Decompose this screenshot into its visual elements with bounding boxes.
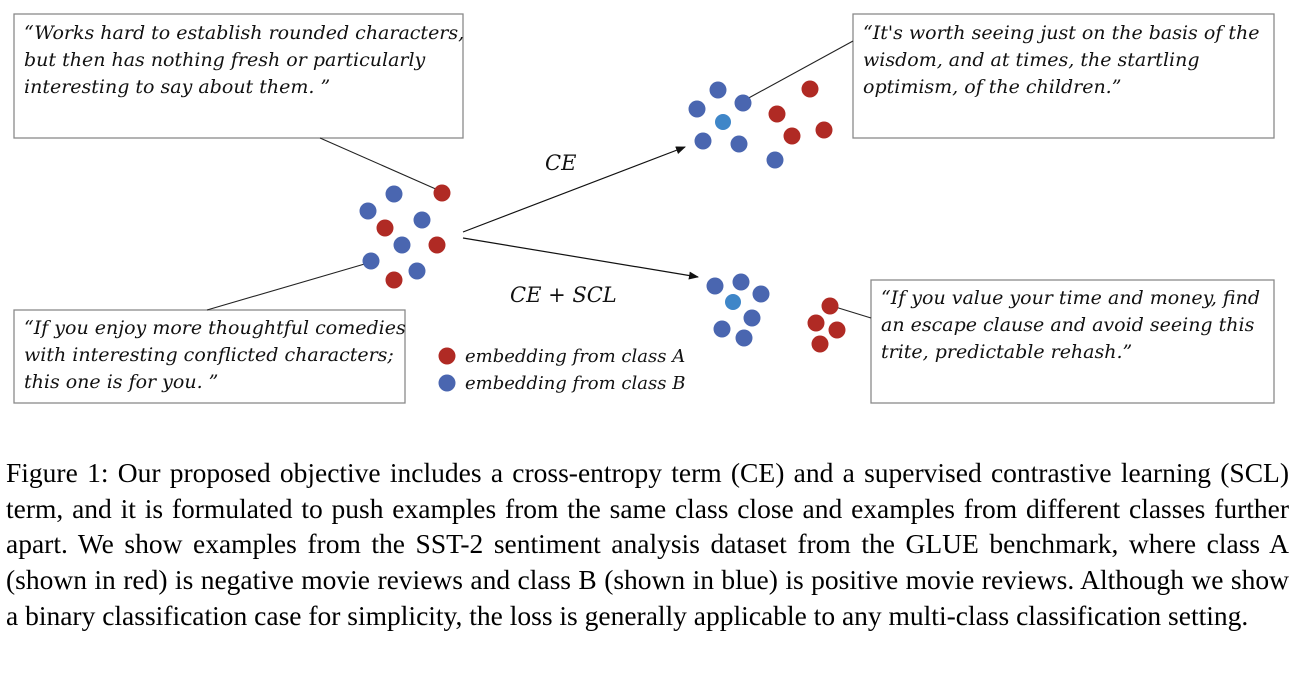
embedding-point-class-b [713, 320, 731, 338]
embedding-point-class-b [706, 277, 724, 295]
embedding-point-class-b [694, 132, 712, 150]
embedding-point-class-a [801, 80, 819, 98]
figure-diagram: “Works hard to establish rounded charact… [13, 13, 1275, 404]
quote-line: interesting to say about them. ” [24, 76, 330, 98]
quote-box-top-right: “It's worth seeing just on the basis of … [852, 13, 1275, 139]
quote-line: optimism, of the children.” [863, 76, 1121, 98]
legend-label-class-b: embedding from class B [465, 373, 685, 394]
connector-line [319, 137, 439, 191]
embedding-point-class-a [376, 219, 394, 237]
quote-line: trite, predictable rehash.” [881, 341, 1132, 363]
legend: embedding from class A embedding from cl… [438, 346, 685, 394]
figure-caption: Figure 1: Our proposed objective include… [6, 457, 1289, 631]
quote-line: “If you value your time and money, find [881, 287, 1260, 309]
embedding-point-class-a [821, 297, 839, 315]
legend-marker-class-b [438, 374, 456, 392]
embedding-point-class-b [408, 262, 426, 280]
quote-box-top-left: “Works hard to establish rounded charact… [13, 13, 464, 139]
embedding-point-class-b [743, 309, 761, 327]
connector-lines [206, 40, 872, 319]
quote-line: “If you enjoy more thoughtful comedies [24, 317, 406, 339]
embedding-point-class-a [815, 121, 833, 139]
embedding-point-class-a [385, 271, 403, 289]
embedding-point-class-b [385, 185, 403, 203]
connector-line [744, 40, 854, 101]
embedding-point-class-a [768, 105, 786, 123]
quote-line: but then has nothing fresh or particular… [24, 49, 426, 71]
embedding-point-class-a [811, 335, 829, 353]
label-ce: CE [545, 151, 576, 175]
quote-line: “It's worth seeing just on the basis of … [863, 22, 1259, 44]
quote-line: an escape clause and avoid seeing this [881, 314, 1255, 336]
embedding-point-class-b [413, 211, 431, 229]
embedding-point-class-b [393, 236, 411, 254]
cluster-ce-scl [706, 273, 846, 353]
quote-line: this one is for you. ” [24, 371, 218, 393]
embedding-point-class-b [688, 100, 706, 118]
embedding-point-class-a [428, 236, 446, 254]
connector-line [206, 262, 369, 311]
embedding-point-class-b [734, 94, 752, 112]
embedding-point-class-highlight [725, 294, 741, 310]
legend-marker-class-a [438, 347, 456, 365]
quote-box-bottom-right: “If you value your time and money, find … [870, 279, 1275, 404]
arrow-ce [462, 146, 686, 233]
arrows [462, 146, 699, 280]
embedding-point-class-a [807, 314, 825, 332]
embedding-point-class-b [709, 81, 727, 99]
arrow-ce-scl [462, 237, 699, 280]
cluster-initial [359, 184, 451, 289]
embedding-point-class-a [433, 184, 451, 202]
quote-box-bottom-left: “If you enjoy more thoughtful comedies w… [13, 309, 406, 404]
quote-line: wisdom, and at times, the startling [863, 49, 1200, 71]
embedding-point-class-a [828, 321, 846, 339]
embedding-point-class-b [362, 252, 380, 270]
embedding-point-class-b [730, 135, 748, 153]
legend-label-class-a: embedding from class A [465, 346, 685, 367]
quote-line: with interesting conflicted characters; [24, 344, 394, 366]
embedding-point-class-b [766, 151, 784, 169]
cluster-ce [688, 80, 833, 169]
embedding-point-class-highlight [715, 114, 731, 130]
quote-line: “Works hard to establish rounded charact… [24, 22, 464, 44]
embedding-point-class-b [752, 285, 770, 303]
embedding-point-class-b [732, 273, 750, 291]
embedding-point-class-b [735, 329, 753, 347]
connector-line [831, 305, 872, 319]
embedding-point-class-a [783, 127, 801, 145]
embedding-point-class-b [359, 202, 377, 220]
label-ce-scl: CE + SCL [510, 283, 617, 307]
